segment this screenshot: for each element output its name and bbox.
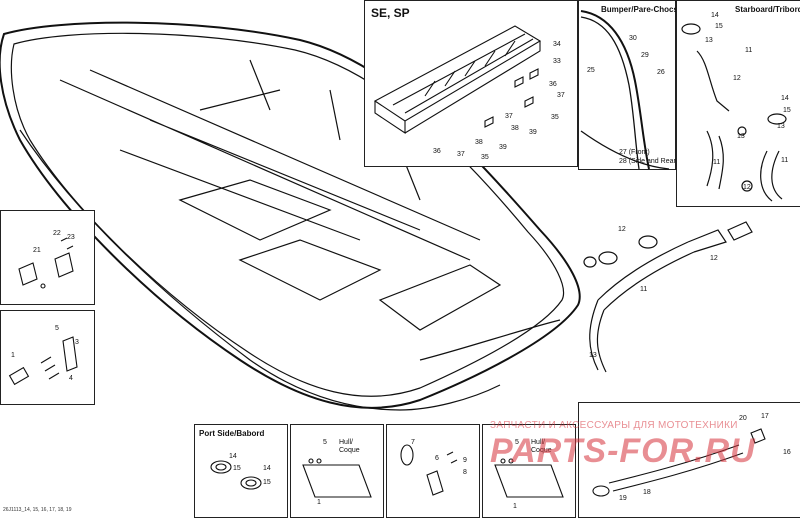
callout-label: 15 xyxy=(263,479,271,486)
callout-label: 26 xyxy=(657,69,665,76)
callout-label: 12 xyxy=(710,255,718,262)
callout-label: 38 xyxy=(475,139,483,146)
callout-label: 14 xyxy=(781,95,789,102)
callout-label: 29 xyxy=(641,52,649,59)
callout-label: 14 xyxy=(229,453,237,460)
port-cover-drawing xyxy=(210,460,262,490)
callout-label: 7 xyxy=(411,439,415,446)
callout-label: 35 xyxy=(481,154,489,161)
callout-label: 23 xyxy=(67,234,75,241)
vent-hose-drawing xyxy=(592,428,766,497)
callout-label: 1 xyxy=(317,499,321,506)
callout-label: 38 xyxy=(511,125,519,132)
callout-label: 5 xyxy=(55,325,59,332)
callout-label: 21 xyxy=(33,247,41,254)
callout-label: 5 xyxy=(515,439,519,446)
inset-left-bracket: 22 23 21 xyxy=(0,210,95,305)
callout-label: 34 xyxy=(553,41,561,48)
hull-label: Hull/ xyxy=(531,439,546,446)
callout-label: 37 xyxy=(457,151,465,158)
inset-left-fastener: 5 3 1 4 xyxy=(0,310,95,405)
inset-port-title: Port Side/Babord xyxy=(199,429,265,438)
callout-label: 12 xyxy=(733,75,741,82)
callout-label: 11 xyxy=(745,47,753,54)
callout-label: 11 xyxy=(640,286,648,293)
coque-label: Coque xyxy=(531,447,552,454)
reference-code: 26J1113_14, 15, 16, 17, 18, 19 xyxy=(3,507,72,513)
callout-label: 14 xyxy=(711,12,719,19)
callout-label: 30 xyxy=(629,35,637,42)
callout-label: 9 xyxy=(463,457,467,464)
callout-label: 13 xyxy=(737,133,745,140)
callout-label: 15 xyxy=(233,465,241,472)
callout-label: 11 xyxy=(713,159,721,166)
watermark-logo: PARTS-FOR.RU xyxy=(490,432,756,470)
callout-label: 15 xyxy=(715,23,723,30)
inset-port-side: Port Side/Babord 14 15 14 15 xyxy=(194,424,288,518)
callout-label: 1 xyxy=(513,503,517,510)
hull-panel-drawing xyxy=(302,458,372,498)
bumper-front-note: 27 (Front) xyxy=(619,149,650,156)
callout-label: 1 xyxy=(11,352,15,359)
coque-label: Coque xyxy=(339,447,360,454)
inset-bottom-right: 20 17 16 19 18 xyxy=(578,402,800,518)
inset-bumper-title: Bumper/Pare-Chocs xyxy=(601,5,678,14)
inset-hull-b: 7 6 9 8 xyxy=(386,424,480,518)
bumper-drawing xyxy=(580,10,670,170)
bumper-side-note: 28 (Side and Rear) xyxy=(619,158,679,165)
callout-label: 20 xyxy=(739,415,747,422)
callout-label: 16 xyxy=(783,449,791,456)
hose-assembly-drawing xyxy=(583,221,753,373)
callout-label: 11 xyxy=(781,157,789,164)
bracket-drawing xyxy=(18,237,74,289)
callout-label: 4 xyxy=(69,375,73,382)
inset-bumper: Bumper/Pare-Chocs 30 29 25 26 27 (Front)… xyxy=(578,0,679,170)
callout-label: 22 xyxy=(53,230,61,237)
fastener-drawing xyxy=(8,336,78,386)
callout-label: 25 xyxy=(587,67,595,74)
watermark-text: ЗАПЧАСТИ И АКСЕССУАРЫ ДЛЯ МОТОТЕХНИКИ xyxy=(490,420,738,431)
callout-label: 33 xyxy=(553,58,561,65)
callout-label: 13 xyxy=(705,37,713,44)
hull-label: Hull/ xyxy=(339,439,354,446)
callout-label: 39 xyxy=(499,144,507,151)
callout-label: 14 xyxy=(263,465,271,472)
callout-label: 15 xyxy=(783,107,791,114)
callout-label: 19 xyxy=(619,495,627,502)
callout-label: 13 xyxy=(777,123,785,130)
inset-starboard: Starboard/Tribord 14 15 13 11 12 14 15 1… xyxy=(676,0,800,207)
callout-label: 36 xyxy=(549,81,557,88)
callout-label: 18 xyxy=(643,489,651,496)
drain-plug-drawing xyxy=(400,444,458,496)
callout-label: 12 xyxy=(618,226,626,233)
callout-label: 37 xyxy=(557,92,565,99)
inset-hull-a: Hull/ Coque 5 1 xyxy=(290,424,384,518)
hull-panel-drawing xyxy=(494,458,564,498)
callout-label: 35 xyxy=(551,114,559,121)
callout-label: 17 xyxy=(761,413,769,420)
inset-starboard-title: Starboard/Tribord xyxy=(735,5,800,14)
callout-label: 6 xyxy=(435,455,439,462)
callout-label: 36 xyxy=(433,148,441,155)
callout-label: 8 xyxy=(463,469,467,476)
callout-label: 37 xyxy=(505,113,513,120)
starboard-hose-drawing xyxy=(681,23,787,202)
inset-se-sp: SE, SP 34 33 36 37 35 37 38 39 36 37 35 … xyxy=(364,0,578,167)
inset-se-sp-title: SE, SP xyxy=(371,6,410,20)
callout-label: 39 xyxy=(529,129,537,136)
callout-label: 13 xyxy=(589,352,597,359)
storage-bin-drawing xyxy=(373,25,542,135)
callout-label: 5 xyxy=(323,439,327,446)
callout-label: 3 xyxy=(75,339,79,346)
callout-label: 12 xyxy=(743,184,751,191)
